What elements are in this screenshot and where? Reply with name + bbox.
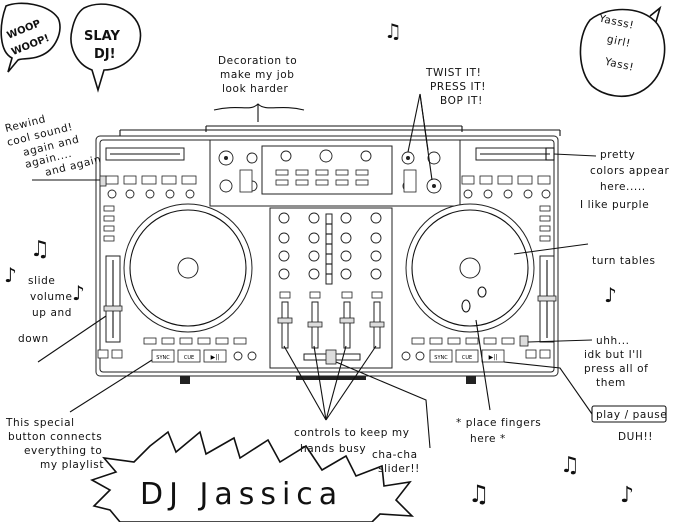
- controls-line-1: controls to keep my: [294, 427, 410, 439]
- uhh-line-3: press all of: [584, 363, 648, 375]
- music-note-icon: ♫: [468, 480, 490, 508]
- controls-annotation: controls to keep my hands busy: [294, 427, 410, 455]
- fingers-line-1: * place fingers: [456, 417, 541, 429]
- twist-line-2: PRESS IT!: [430, 81, 486, 93]
- dj-title: DJ Jassica: [90, 430, 415, 522]
- svg-text:♪: ♪: [72, 281, 85, 305]
- music-note-icon: ♪: [620, 483, 634, 508]
- right-display: [475, 147, 555, 161]
- controls-line-2: hands busy: [300, 443, 366, 455]
- svg-text:♫: ♫: [384, 19, 402, 43]
- music-note-icon: ♪: [72, 281, 85, 305]
- special-line-2: button connects: [8, 431, 102, 443]
- woop-bubble: WOOP WOOP!: [0, 2, 61, 73]
- right-volume-slider[interactable]: [537, 255, 557, 343]
- chacha-annotation: cha-cha slider!!: [372, 449, 420, 475]
- fingers-annotation: * place fingers here *: [456, 417, 541, 445]
- decoration-line-2: make my job: [220, 69, 295, 81]
- special-line-1: This special: [5, 417, 75, 429]
- svg-text:♪: ♪: [4, 263, 17, 287]
- twist-line-1: TWIST IT!: [425, 67, 481, 79]
- turntables-line-1: turn tables: [592, 255, 656, 267]
- chacha-line-1: cha-cha: [372, 449, 418, 461]
- music-note-icon: ♫: [560, 453, 580, 478]
- colors-line-2: colors appear: [590, 165, 670, 177]
- twist-line-3: BOP IT!: [440, 95, 483, 107]
- music-note-icon: ♫: [384, 19, 402, 43]
- playpause-annotation: play / pause DUH!!: [591, 405, 667, 443]
- music-note-icon: ♫: [30, 237, 50, 262]
- colors-line-3: here.....: [600, 181, 646, 193]
- colors-annotation: pretty colors appear here..... I like pu…: [580, 149, 670, 211]
- music-note-icon: ♪: [604, 283, 617, 307]
- svg-text:♫: ♫: [560, 453, 580, 478]
- mixer-section[interactable]: [269, 207, 393, 369]
- special-annotation: This special button connects everything …: [5, 417, 104, 471]
- slay-line-2: DJ!: [94, 47, 116, 62]
- svg-text:♫: ♫: [468, 480, 490, 508]
- music-note-icon: ♪: [4, 263, 17, 287]
- right-transport[interactable]: SYNC CUE ▶||: [401, 335, 551, 363]
- left-sync-button[interactable]: SYNC: [151, 349, 175, 363]
- uhh-line-1: uhh...: [596, 335, 630, 347]
- left-volume-slider[interactable]: [103, 255, 123, 343]
- twist-annotation: TWIST IT! PRESS IT! BOP IT!: [425, 67, 486, 107]
- yass-line-2: girl!: [606, 33, 632, 50]
- fingers-line-2: here *: [470, 433, 506, 445]
- slay-bubble: SLAY DJ!: [70, 3, 142, 93]
- decoration-annotation: Decoration to make my job look harder: [218, 55, 297, 95]
- volume-line-3: up and: [32, 307, 72, 319]
- play-label: ▶||: [489, 354, 498, 361]
- svg-text:♫: ♫: [30, 237, 50, 262]
- uhh-annotation: uhh... idk but I'll press all of them: [584, 335, 648, 389]
- yass-line-1: Yasss!: [597, 12, 635, 31]
- volume-line-2: volume: [30, 291, 73, 303]
- svg-text:♪: ♪: [604, 283, 617, 307]
- playpause-line-1: play / pause: [596, 409, 667, 421]
- colors-line-4: I like purple: [580, 199, 649, 211]
- left-display: [105, 147, 185, 161]
- turntables-annotation: turn tables: [592, 255, 656, 267]
- left-deck-buttons[interactable]: [99, 175, 197, 242]
- left-turntable[interactable]: [123, 203, 253, 333]
- left-transport[interactable]: SYNC CUE ▶||: [97, 337, 257, 363]
- volume-annotation: slide volume up and down: [18, 275, 73, 345]
- decoration-line-1: Decoration to: [218, 55, 297, 67]
- right-play-pause-button[interactable]: ▶||: [481, 349, 505, 363]
- top-buttons[interactable]: [239, 169, 417, 193]
- right-turntable[interactable]: [405, 203, 535, 333]
- slay-line-1: SLAY: [84, 29, 120, 44]
- playpause-line-2: DUH!!: [618, 431, 653, 443]
- chacha-line-2: slider!!: [378, 463, 420, 475]
- sync-label: SYNC: [434, 355, 448, 361]
- title-text: DJ Jassica: [140, 477, 343, 512]
- yass-bubble: Yasss! girl! Yass!: [579, 5, 666, 98]
- left-cue-button[interactable]: CUE: [177, 349, 201, 363]
- rewind-annotation: Rewind cool sound! again and again.... a…: [4, 113, 103, 179]
- sync-label: SYNC: [156, 355, 170, 361]
- uhh-line-4: them: [596, 377, 626, 389]
- left-play-pause-button[interactable]: ▶||: [203, 349, 227, 363]
- cue-label: CUE: [184, 355, 194, 361]
- volume-line-4: down: [18, 333, 49, 345]
- volume-line-1: slide: [28, 275, 55, 287]
- cue-label: CUE: [462, 355, 472, 361]
- right-cue-button[interactable]: CUE: [455, 349, 479, 363]
- svg-text:♪: ♪: [620, 483, 634, 508]
- colors-line-1: pretty: [600, 149, 635, 161]
- uhh-line-2: idk but I'll: [584, 349, 643, 361]
- special-line-3: everything to: [24, 445, 102, 457]
- decoration-line-3: look harder: [222, 83, 289, 95]
- yass-line-3: Yass!: [603, 56, 635, 74]
- right-deck-buttons[interactable]: [461, 175, 551, 242]
- special-line-4: my playlist: [40, 459, 104, 471]
- play-label: ▶||: [211, 354, 220, 361]
- right-sync-button[interactable]: SYNC: [429, 349, 453, 363]
